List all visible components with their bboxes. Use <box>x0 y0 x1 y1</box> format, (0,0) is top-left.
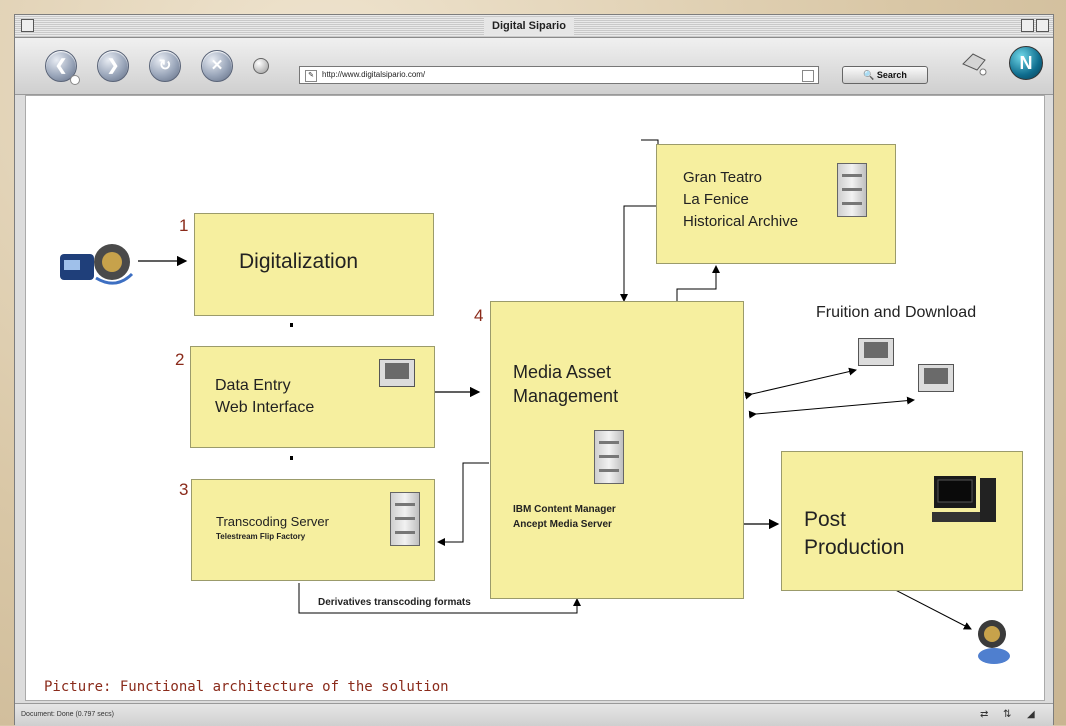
reload-button[interactable]: ↻ <box>149 50 181 82</box>
server-icon <box>594 430 624 484</box>
stop-button[interactable]: ✕ <box>201 50 233 82</box>
web-page-content: 1 Digitalization 2 Data Entry Web Interf… <box>25 95 1045 701</box>
security-icon[interactable]: ⇄ <box>980 709 989 720</box>
step-number-4: 4 <box>474 306 484 325</box>
transcoding-server-label: Transcoding Server <box>216 514 329 529</box>
diagram-connectors <box>138 139 972 630</box>
fruition-and-download-label: Fruition and Download <box>816 304 977 321</box>
search-label: Search <box>876 70 907 80</box>
window-title: Digital Sipario <box>484 17 574 35</box>
computer-icon <box>379 359 415 387</box>
home-button[interactable] <box>253 58 269 74</box>
bookmark-icon[interactable]: ✎ <box>305 70 317 82</box>
digitalization-box: Digitalization <box>194 213 434 316</box>
historical-archive-box: Gran Teatro La Fenice Historical Archive <box>656 144 896 264</box>
video-camera-icon <box>56 234 138 292</box>
search-button[interactable]: 🔍 Search <box>842 66 928 84</box>
media-asset-label: Media Asset <box>513 362 612 382</box>
search-icon: 🔍 <box>863 70 875 80</box>
step-number-3: 3 <box>179 480 189 499</box>
print-icon <box>962 53 987 76</box>
reload-icon: ↻ <box>158 57 172 74</box>
server-icon <box>837 163 867 217</box>
back-menu-icon[interactable] <box>70 75 80 85</box>
navigation-toolbar: ❮ ❯ ↻ ✕ ✎ http://www.digitalsipario.com/… <box>15 38 1053 95</box>
browser-window: Digital Sipario ❮ ❯ ↻ ✕ ✎ http://www.dig… <box>14 14 1054 726</box>
server-icon <box>390 492 420 546</box>
step-number-2: 2 <box>175 350 185 369</box>
status-bar: Document: Done (0.797 secs) ⇄ ⇅ ◢ <box>15 703 1053 726</box>
gran-teatro-label: Gran Teatro <box>683 169 762 186</box>
stop-icon: ✕ <box>210 57 224 74</box>
ancept-media-server-label: Ancept Media Server <box>513 519 612 530</box>
status-text: Document: Done (0.797 secs) <box>21 711 114 718</box>
zoom-box-icon[interactable] <box>1021 19 1034 32</box>
computer-icon <box>918 364 954 392</box>
ibm-content-manager-label: IBM Content Manager <box>513 504 616 515</box>
back-icon: ❮ <box>54 57 68 74</box>
title-bar[interactable]: Digital Sipario <box>15 15 1053 38</box>
forward-button[interactable]: ❯ <box>97 50 129 82</box>
computer-icon <box>858 338 894 366</box>
close-box-icon[interactable] <box>21 19 34 32</box>
forward-icon: ❯ <box>106 57 120 74</box>
web-interface-label: Web Interface <box>215 399 315 416</box>
netscape-logo[interactable]: N <box>1009 46 1043 80</box>
workstation-icon <box>930 474 1000 526</box>
resize-grip-icon[interactable]: ◢ <box>1027 709 1035 720</box>
production-label: Production <box>804 536 905 559</box>
historical-archive-label: Historical Archive <box>683 213 799 230</box>
data-entry-label: Data Entry <box>215 377 291 394</box>
tape-icon <box>970 616 1018 668</box>
post-label: Post <box>804 508 847 531</box>
management-label: Management <box>513 386 619 406</box>
figure-caption: Picture: Functional architecture of the … <box>44 679 449 695</box>
la-fenice-label: La Fenice <box>683 191 749 208</box>
step-number-1: 1 <box>179 216 189 235</box>
data-entry-box: Data Entry Web Interface <box>190 346 435 448</box>
url-text: http://www.digitalsipario.com/ <box>322 70 426 79</box>
derivatives-label: Derivatives transcoding formats <box>318 597 471 608</box>
address-bar[interactable]: ✎ http://www.digitalsipario.com/ <box>299 66 819 84</box>
media-asset-management-box: Media Asset Management IBM Content Manag… <box>490 301 744 599</box>
transcoding-server-box: Transcoding Server Telestream Flip Facto… <box>191 479 435 581</box>
post-production-box: Post Production <box>781 451 1023 591</box>
url-dropdown-icon[interactable] <box>802 70 814 82</box>
digitalization-label: Digitalization <box>239 250 359 273</box>
print-button[interactable] <box>959 50 989 76</box>
flip-factory-label: Telestream Flip Factory <box>216 532 306 541</box>
offline-icon[interactable]: ⇅ <box>1003 709 1012 720</box>
collapse-box-icon[interactable] <box>1036 19 1049 32</box>
